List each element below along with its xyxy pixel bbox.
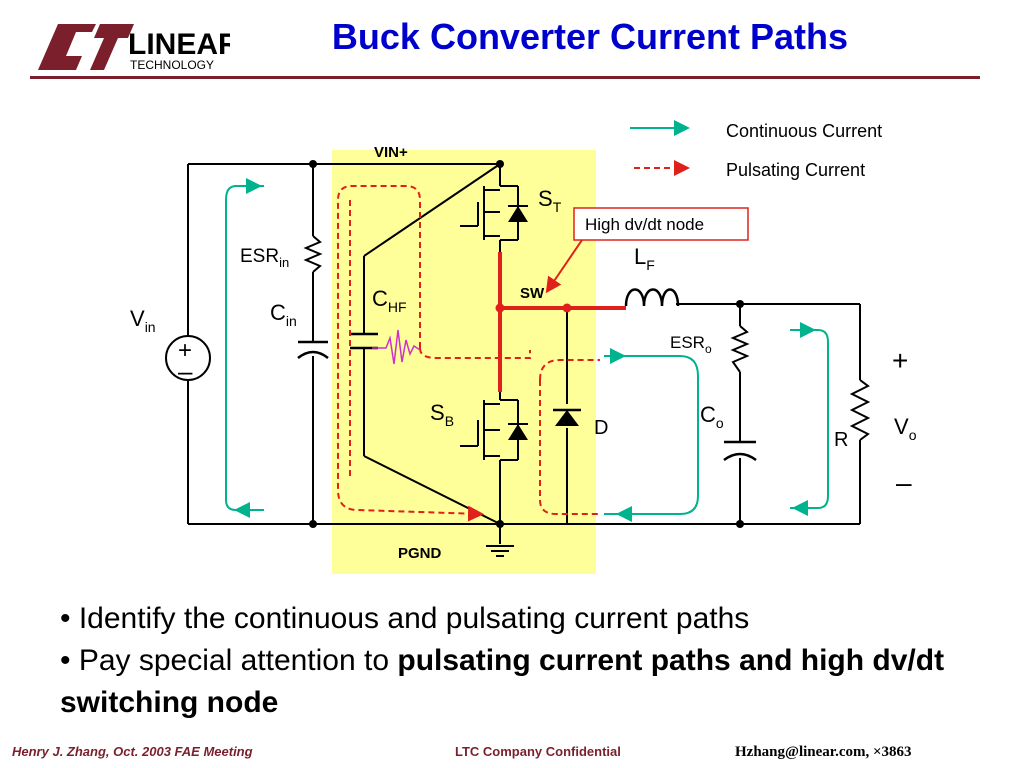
label-s-t-sub: T <box>553 199 562 215</box>
label-s-b-sub: B <box>445 413 454 429</box>
label-vo-minus: – <box>896 467 912 498</box>
pulsating-current-paths <box>337 185 600 522</box>
ringing-waveform-icon <box>372 329 421 365</box>
svg-text:ESRin: ESRin <box>240 246 289 270</box>
slide-title: Buck Converter Current Paths <box>331 16 849 57</box>
label-c-hf: C <box>372 286 388 311</box>
svg-text:Cin: Cin <box>270 300 297 329</box>
high-dvdt-callout-box <box>573 207 749 241</box>
bullet-list: • Identify the continuous and pulsating … <box>60 598 1000 724</box>
svg-text:Vin: Vin <box>130 306 156 335</box>
resistor-esr-o <box>730 325 750 373</box>
capacitor-cin-curve <box>297 350 329 360</box>
junction-dots <box>309 160 744 528</box>
label-sw: SW <box>520 285 545 302</box>
label-c-hf-sub: HF <box>388 299 407 315</box>
label-s-t: S <box>538 186 553 211</box>
ground-symbol <box>486 545 514 557</box>
inductor-lf <box>624 288 680 307</box>
footer-contact: Hzhang@linear.com, ×3863 <box>735 744 912 760</box>
footer-author: Henry J. Zhang, Oct. 2003 FAE Meeting <box>12 744 253 759</box>
label-r: R <box>834 429 848 451</box>
label-l-f-sub: F <box>646 257 655 273</box>
bullet-2: • Pay special attention to pulsating cur… <box>60 640 1000 724</box>
label-pgnd: PGND <box>398 545 442 562</box>
callout-pointer <box>545 239 583 294</box>
svg-text:Co: Co <box>700 402 724 431</box>
label-c-in: C <box>270 300 286 325</box>
label-esr-o-sub: o <box>705 342 712 356</box>
diode-d <box>555 410 579 426</box>
resistor-load <box>849 379 871 441</box>
svg-text:LF: LF <box>634 244 655 273</box>
logo-sub-text: TECHNOLOGY <box>130 58 214 72</box>
footer-confidential: LTC Company Confidential <box>455 744 621 759</box>
vin-minus-sign: – <box>178 356 193 386</box>
label-d: D <box>594 417 608 439</box>
body-diode-sb <box>508 424 528 440</box>
vin-plus-sign: + <box>178 337 192 364</box>
svg-text:SB: SB <box>430 400 454 429</box>
label-v-o-sub: o <box>909 427 917 443</box>
legend-continuous-label: Continuous Current <box>726 121 882 141</box>
label-s-b: S <box>430 400 445 425</box>
voltage-source-vin <box>165 335 211 381</box>
svg-text:ESRo: ESRo <box>670 333 712 356</box>
bullet-1: • Identify the continuous and pulsating … <box>60 602 750 635</box>
label-esr-o: ESR <box>670 333 705 352</box>
resistor-esr-in <box>303 235 323 273</box>
label-esr-in: ESR <box>240 246 279 267</box>
label-vin-plus: VIN+ <box>374 144 408 161</box>
label-c-in-sub: in <box>286 313 297 329</box>
label-vo-plus: + <box>892 345 908 376</box>
high-dvdt-callout-text: High dv/dt node <box>585 215 704 234</box>
svg-text:ST: ST <box>538 186 562 215</box>
continuous-current-paths <box>225 178 829 522</box>
label-v-in: V <box>130 306 145 331</box>
label-v-in-sub: in <box>145 319 156 335</box>
label-v-o: V <box>894 414 909 439</box>
body-diode-st <box>508 206 528 222</box>
label-esr-in-sub: in <box>279 255 289 270</box>
svg-text:Vo: Vo <box>894 414 917 443</box>
bullet-2-plain: • Pay special attention to <box>60 644 398 677</box>
label-c-o-sub: o <box>716 415 724 431</box>
title-divider <box>30 76 980 79</box>
legend-pulsating-label: Pulsating Current <box>726 160 865 180</box>
svg-text:CHF: CHF <box>372 286 407 315</box>
linear-technology-logo: LINEAR TECHNOLOGY <box>38 24 230 72</box>
logo-main-text: LINEAR <box>128 28 230 61</box>
label-l-f: L <box>634 244 646 269</box>
bullet-2-bold: pulsating current paths and high dv/dt s… <box>60 644 945 719</box>
capacitor-co-curve <box>723 452 757 462</box>
label-c-o: C <box>700 402 716 427</box>
